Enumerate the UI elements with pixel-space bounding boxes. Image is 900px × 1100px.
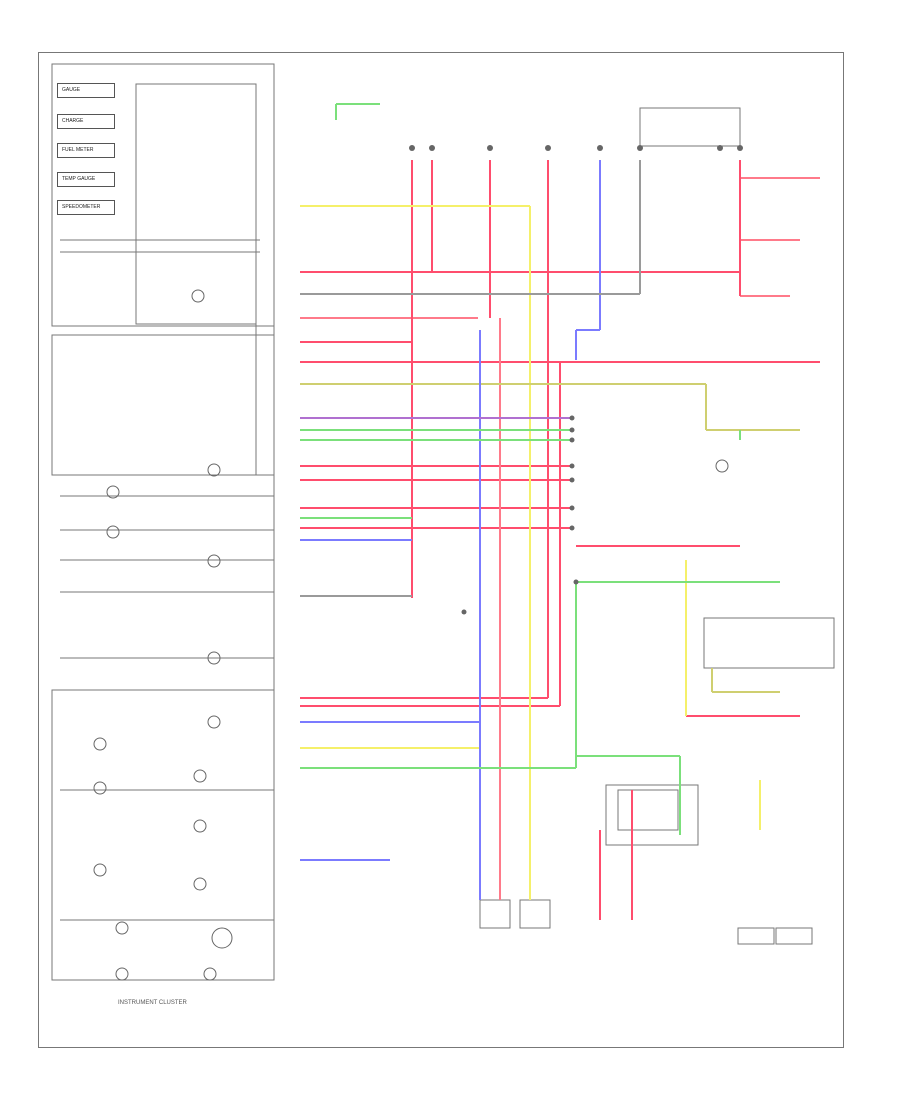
charge-label-box: CHARGE: [57, 114, 115, 129]
indicator-lamp: [211, 927, 233, 949]
indicator-lamp: [93, 737, 107, 751]
fuel-meter-label-box: FUEL METER: [57, 143, 115, 158]
indicator-lamp: [193, 819, 207, 833]
indicator-lamp: [207, 715, 221, 729]
charge-label: CHARGE: [62, 118, 84, 124]
fuel-meter-label: FUEL METER: [62, 147, 94, 153]
indicator-lamp: [115, 921, 129, 935]
colored-wires: [300, 103, 820, 920]
gauge-label-box: GAUGE: [57, 83, 115, 98]
indicator-lamp: [93, 781, 107, 795]
indicator-lamp: [715, 459, 729, 473]
indicator-lamp: [193, 769, 207, 783]
cluster-outlines: [51, 63, 835, 981]
speedometer-label-box: SPEEDOMETER: [57, 200, 115, 215]
temp-gauge-label: TEMP GAUGE: [62, 176, 96, 182]
indicator-lamp: [115, 967, 129, 981]
connector-markers: [409, 145, 743, 615]
indicator-lamp: [207, 554, 221, 568]
diagram-frame: [38, 52, 844, 1048]
indicator-lamp: [203, 967, 217, 981]
indicator-lamp: [193, 877, 207, 891]
gauge-label: GAUGE: [62, 87, 81, 93]
indicator-lamp: [191, 289, 205, 303]
indicator-lamp: [93, 863, 107, 877]
indicator-lamp: [106, 525, 120, 539]
temp-gauge-label-box: TEMP GAUGE: [57, 172, 115, 187]
instrument-cluster-label: INSTRUMENT CLUSTER: [118, 1000, 187, 1006]
cluster-components: [93, 289, 729, 981]
speedometer-label: SPEEDOMETER: [62, 204, 101, 210]
indicator-lamp: [207, 463, 221, 477]
indicator-lamp: [207, 651, 221, 665]
indicator-lamp: [106, 485, 120, 499]
